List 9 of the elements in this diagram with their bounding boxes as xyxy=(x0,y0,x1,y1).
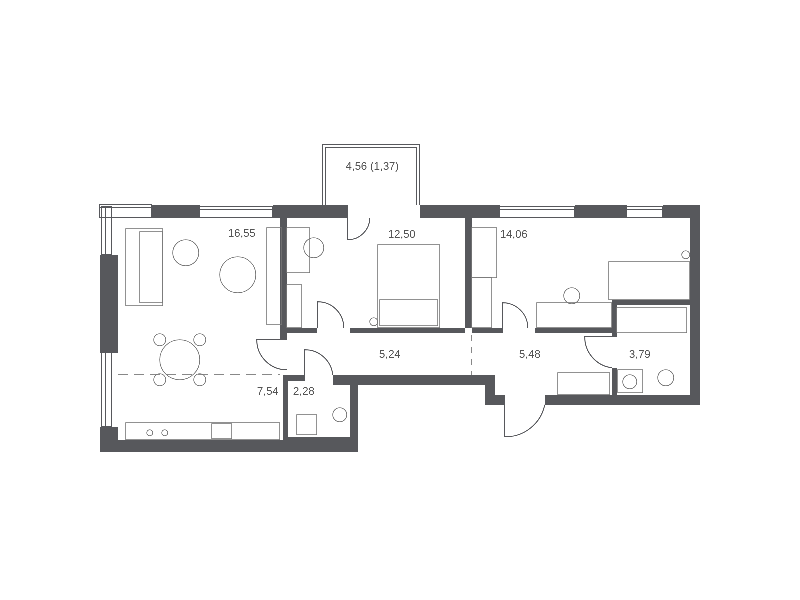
area-label: 14,06 xyxy=(494,228,534,242)
area-label: 5,48 xyxy=(512,348,548,362)
area-label: 12,50 xyxy=(382,228,422,242)
area-label: 16,55 xyxy=(222,227,262,241)
area-label: 3,79 xyxy=(622,348,658,362)
area-label: 5,24 xyxy=(372,348,408,362)
area-label: 4,56 (1,37) xyxy=(345,160,400,174)
area-label: 7,54 xyxy=(250,385,286,399)
area-label: 2,28 xyxy=(286,385,322,399)
